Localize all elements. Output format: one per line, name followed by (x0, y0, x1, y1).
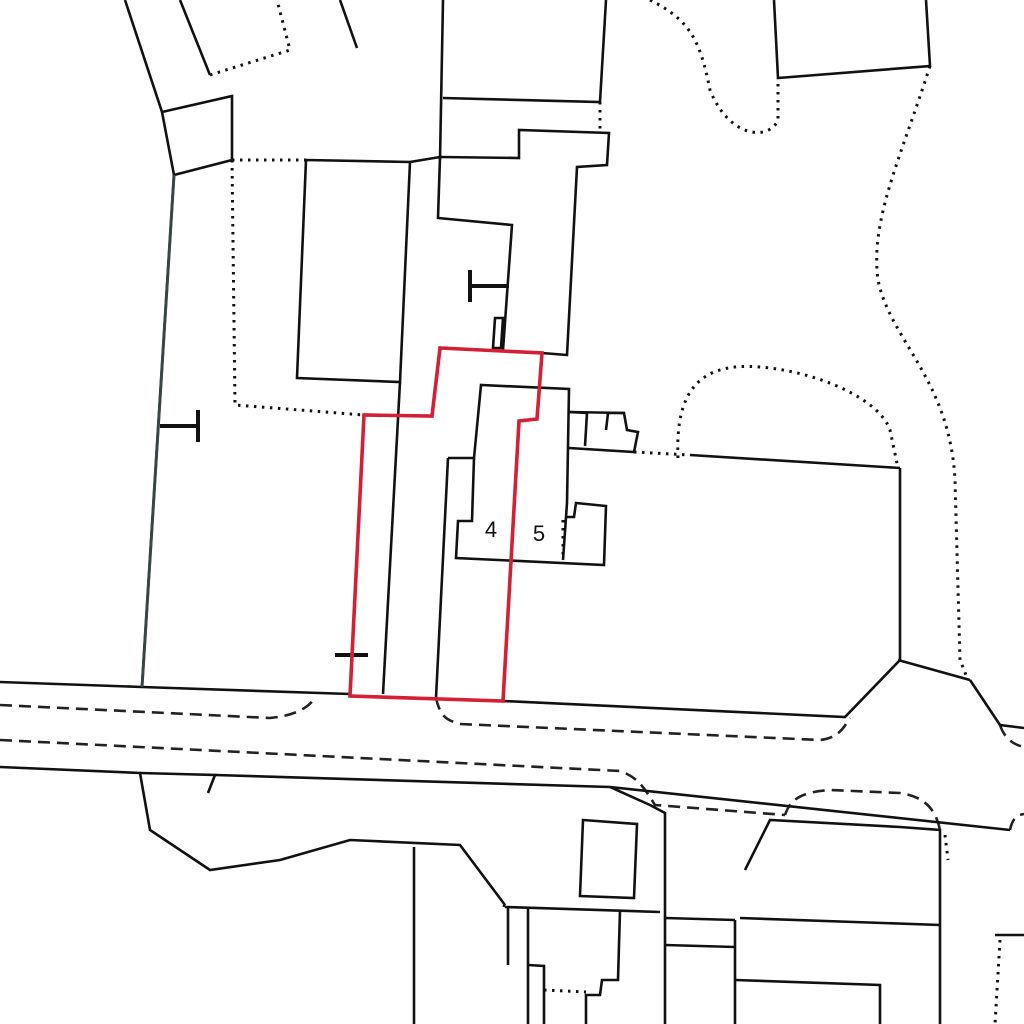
road-edge-line (998, 724, 1024, 749)
grey-boundary-line (140, 174, 176, 688)
road-edge-line (0, 738, 786, 817)
solid-boundary-line (897, 658, 1024, 730)
solid-boundary-line (772, 0, 932, 80)
road-edge-line (434, 697, 852, 742)
solid-boundary-line (161, 94, 234, 177)
solid-boundary-line (491, 316, 505, 350)
road-edge-line (783, 788, 942, 831)
grey-boundary-lines (140, 174, 176, 688)
solid-boundary-line (439, 128, 611, 357)
dotted-boundary-line (649, 0, 780, 134)
solid-boundary-line (214, 773, 667, 1024)
solid-boundary-line (434, 457, 450, 699)
solid-boundary-line (0, 765, 507, 906)
site-boundary-red-outline (348, 346, 544, 703)
road-edge-dashed-lines (0, 697, 1024, 831)
solid-boundary-line (568, 410, 626, 415)
plot-label-4: 4 (485, 517, 497, 542)
solid-boundary-line (442, 0, 608, 104)
solid-boundary-line (454, 457, 608, 567)
solid-boundary-line (664, 916, 736, 922)
solid-boundary-line (338, 0, 359, 49)
solid-boundary-line (739, 916, 941, 927)
solid-boundary-line (743, 818, 942, 1024)
solid-boundary-line (448, 383, 571, 561)
solid-boundary-line (527, 963, 546, 1024)
solid-boundary-line (689, 453, 901, 470)
solid-boundary-line (734, 978, 882, 1024)
solid-boundary-line (609, 785, 1011, 832)
road-edge-line (1008, 812, 1024, 831)
dotted-boundary-line (875, 65, 970, 681)
road-edge-line (0, 697, 317, 720)
plot-label-5: 5 (533, 521, 545, 546)
dotted-boundary-line (993, 939, 1002, 1024)
solid-boundary-line (178, 0, 212, 76)
solid-boundary-line (664, 943, 736, 949)
solid-boundary-line (438, 0, 445, 161)
dotted-boundary-line (676, 364, 900, 469)
dotted-boundary-line (230, 159, 365, 417)
solid-boundary-line (502, 468, 902, 719)
dotted-boundary-line (633, 450, 691, 457)
plot-number-labels: 4 5 (485, 517, 545, 546)
solid-boundary-line (504, 905, 661, 914)
solid-boundary-line (578, 818, 639, 900)
solid-boundary-line (381, 381, 402, 695)
solid-boundary-line (409, 155, 514, 351)
solid-boundary-line (584, 909, 622, 1024)
